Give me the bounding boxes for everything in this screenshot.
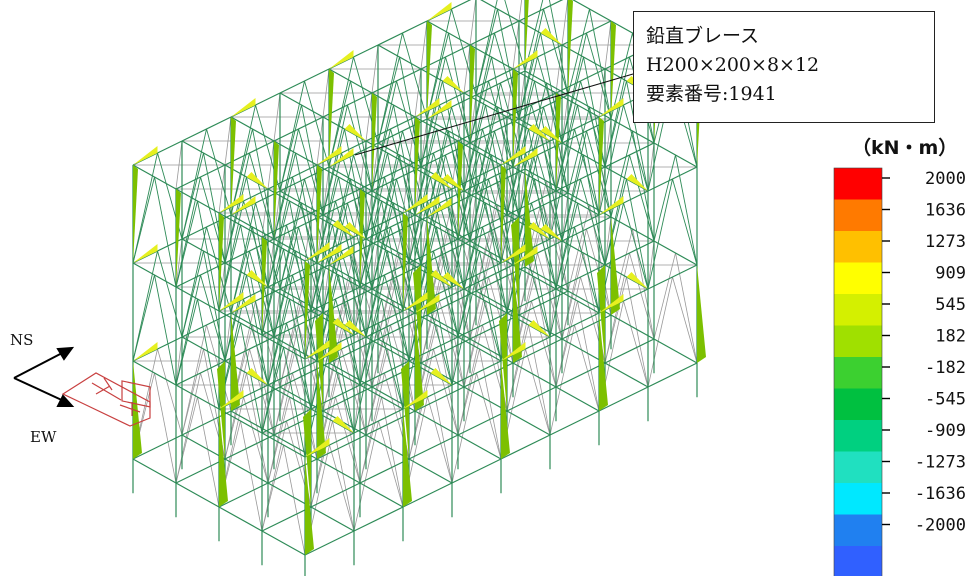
axis-arrows xyxy=(13,346,75,407)
origin-marker xyxy=(61,372,151,427)
moment-diagrams xyxy=(133,0,706,555)
legend-swatch xyxy=(834,168,882,200)
legend-swatch xyxy=(834,514,882,546)
legend-swatch xyxy=(834,546,882,576)
legend-tick-label: 182 xyxy=(935,327,966,347)
legend-bar-border xyxy=(833,167,883,576)
ew-axis-label: EW xyxy=(30,428,57,446)
legend-tick-label: 2000 xyxy=(925,169,966,189)
legend-swatch xyxy=(834,231,882,263)
legend-unit: （kN・m） xyxy=(852,137,958,159)
legend-color-bar: 2000 1636 1273 909 545 182 -182 -545 -909 -1273 -1… xyxy=(833,167,966,576)
legend-swatch xyxy=(834,325,882,357)
ew-arrowhead xyxy=(56,394,75,407)
legend-tick-label: 545 xyxy=(935,295,966,315)
legend-tick-label: -909 xyxy=(925,421,966,441)
legend-tick-label: 1636 xyxy=(925,201,966,221)
legend-swatch xyxy=(834,199,882,231)
legend-swatch xyxy=(834,294,882,326)
legend-tick-label: 1273 xyxy=(925,232,966,252)
legend-swatch xyxy=(834,483,882,515)
legend-swatch xyxy=(834,357,882,389)
legend-swatch xyxy=(834,262,882,294)
callout-leader-line xyxy=(354,73,634,156)
element-callout-box: 鉛直ブレース H200×200×8×12 要素番号:1941 xyxy=(633,11,935,123)
legend-tick-label: -1273 xyxy=(915,453,966,473)
legend-swatch xyxy=(834,420,882,452)
ns-arrowhead xyxy=(56,346,75,361)
legend-swatch xyxy=(834,388,882,420)
callout-member-type: 鉛直ブレース xyxy=(646,25,760,47)
legend-swatch xyxy=(834,451,882,483)
legend-tick-label: -545 xyxy=(925,390,966,410)
callout-section: H200×200×8×12 xyxy=(646,54,820,76)
callout-element-number: 要素番号:1941 xyxy=(646,83,777,105)
legend-tick-label: 909 xyxy=(935,264,966,284)
legend-tick-label: -2000 xyxy=(915,516,966,536)
ns-axis-label: NS xyxy=(10,331,34,349)
legend-tick-label: -1636 xyxy=(915,484,966,504)
legend-tick-label: -182 xyxy=(925,358,966,378)
